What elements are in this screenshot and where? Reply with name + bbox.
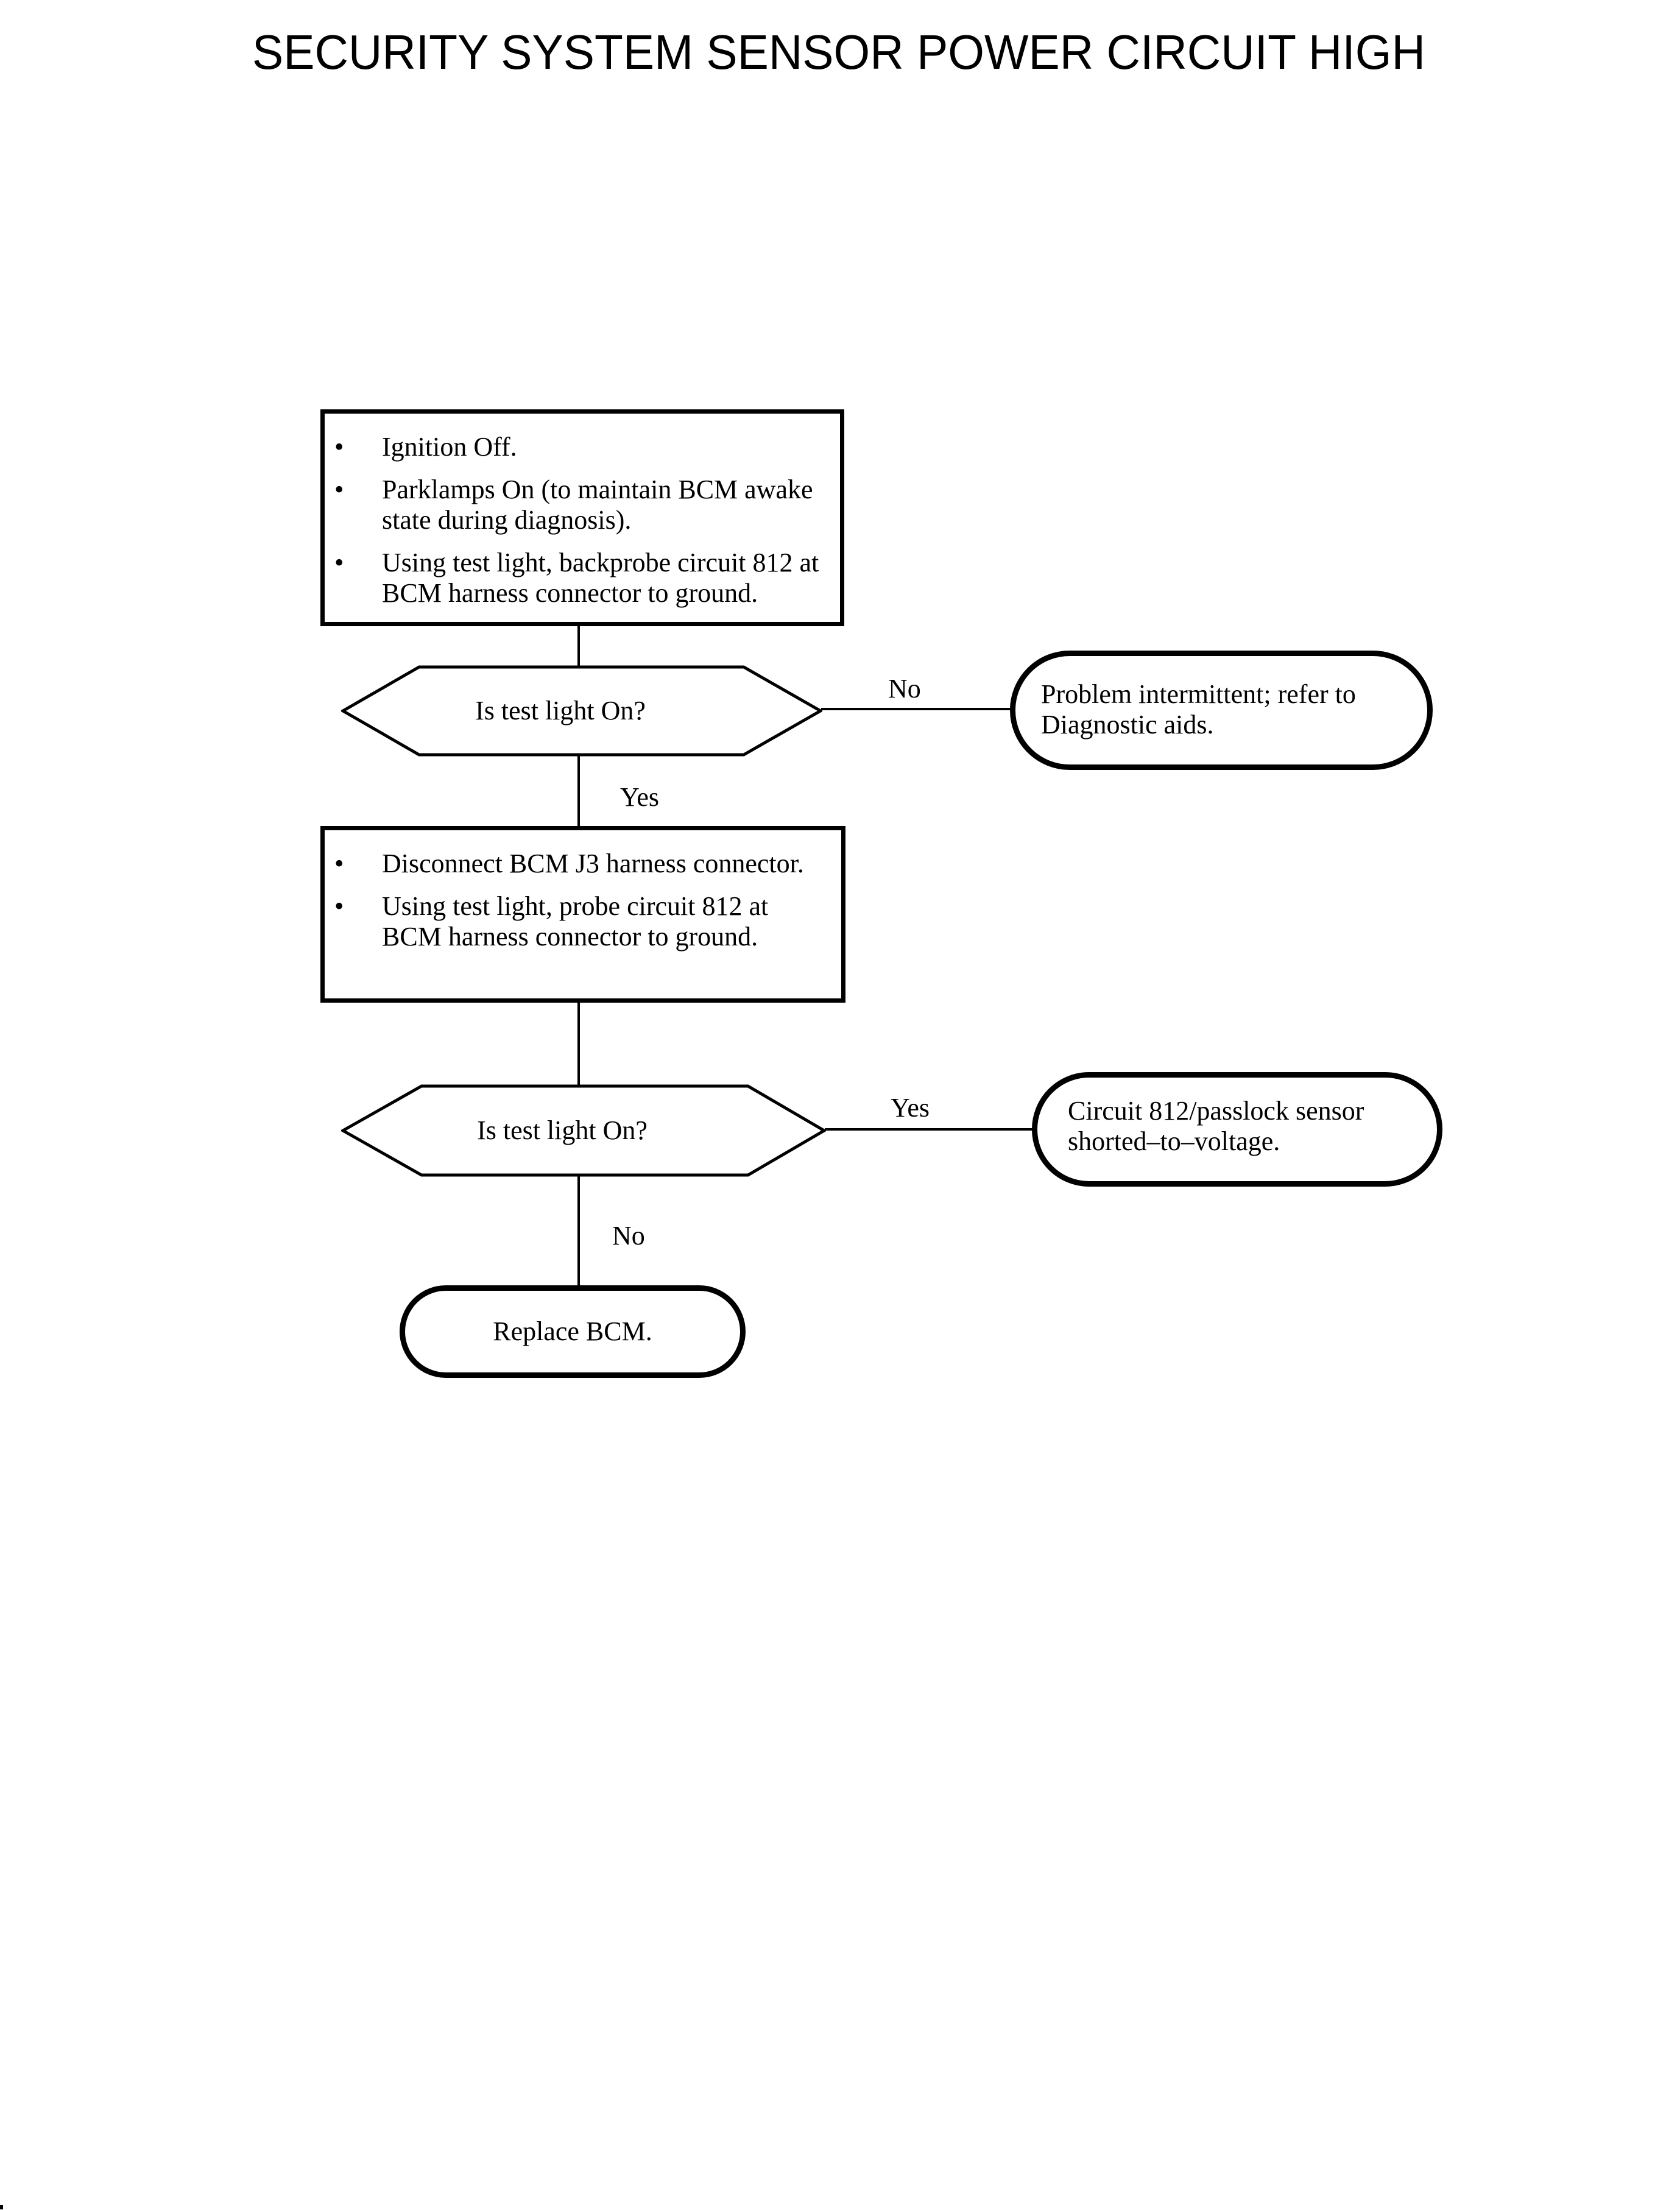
page-title: SECURITY SYSTEM SENSOR POWER CIRCUIT HIG… xyxy=(252,25,1425,79)
terminator-replace-bcm: Replace BCM. xyxy=(400,1285,746,1378)
process-box-step2: • Disconnect BCM J3 harness connector. •… xyxy=(320,826,845,1003)
connector-line xyxy=(825,1128,1034,1131)
hexagon-outline xyxy=(341,665,822,757)
hexagon-shape xyxy=(341,665,822,757)
bullet-icon: • xyxy=(334,849,344,878)
connector-line xyxy=(577,1176,580,1287)
branch-label-no: No xyxy=(612,1221,645,1251)
branch-label-no: No xyxy=(888,674,921,704)
connector-line xyxy=(577,625,580,666)
branch-label-yes: Yes xyxy=(891,1093,930,1123)
list-item: • Disconnect BCM J3 harness connector. xyxy=(325,849,830,879)
step-text: Disconnect BCM J3 harness connector. xyxy=(382,849,804,878)
list-item: • Parklamps On (to maintain BCM awake st… xyxy=(325,475,829,535)
process-box-step1: • Ignition Off. • Parklamps On (to maint… xyxy=(320,409,844,626)
list-item: • Using test light, probe circuit 812 at… xyxy=(325,891,830,952)
hexagon-outline xyxy=(341,1084,826,1177)
decision2-question: Is test light On? xyxy=(477,1115,648,1145)
bullet-icon: • xyxy=(334,548,344,577)
terminator-intermittent: Problem intermittent; refer to Diagnosti… xyxy=(1010,651,1433,770)
step-text: Parklamps On (to maintain BCM awake stat… xyxy=(382,475,813,535)
bullet-icon: • xyxy=(334,891,344,921)
scan-artifact xyxy=(0,2205,3,2209)
branch-label-yes: Yes xyxy=(620,782,660,812)
list-item: • Using test light, backprobe circuit 81… xyxy=(325,548,829,609)
connector-line xyxy=(821,708,1012,710)
bullet-icon: • xyxy=(334,432,344,462)
decision1-question: Is test light On? xyxy=(475,696,646,725)
bullet-icon: • xyxy=(334,475,344,504)
step-text: Using test light, backprobe circuit 812 … xyxy=(382,548,819,608)
step-text: Ignition Off. xyxy=(382,432,517,462)
step-text: Using test light, probe circuit 812 at B… xyxy=(382,891,769,951)
decision2-hexagon: Is test light On? xyxy=(341,1084,826,1177)
terminator-shorted: Circuit 812/passlock sensor shorted–to–v… xyxy=(1032,1072,1442,1187)
terminator-text: Replace BCM. xyxy=(493,1316,652,1346)
connector-line xyxy=(577,1001,580,1086)
hexagon-shape xyxy=(341,1084,826,1177)
list-item: • Ignition Off. xyxy=(325,432,829,462)
connector-line xyxy=(577,755,580,827)
decision1-hexagon: Is test light On? xyxy=(341,665,822,757)
